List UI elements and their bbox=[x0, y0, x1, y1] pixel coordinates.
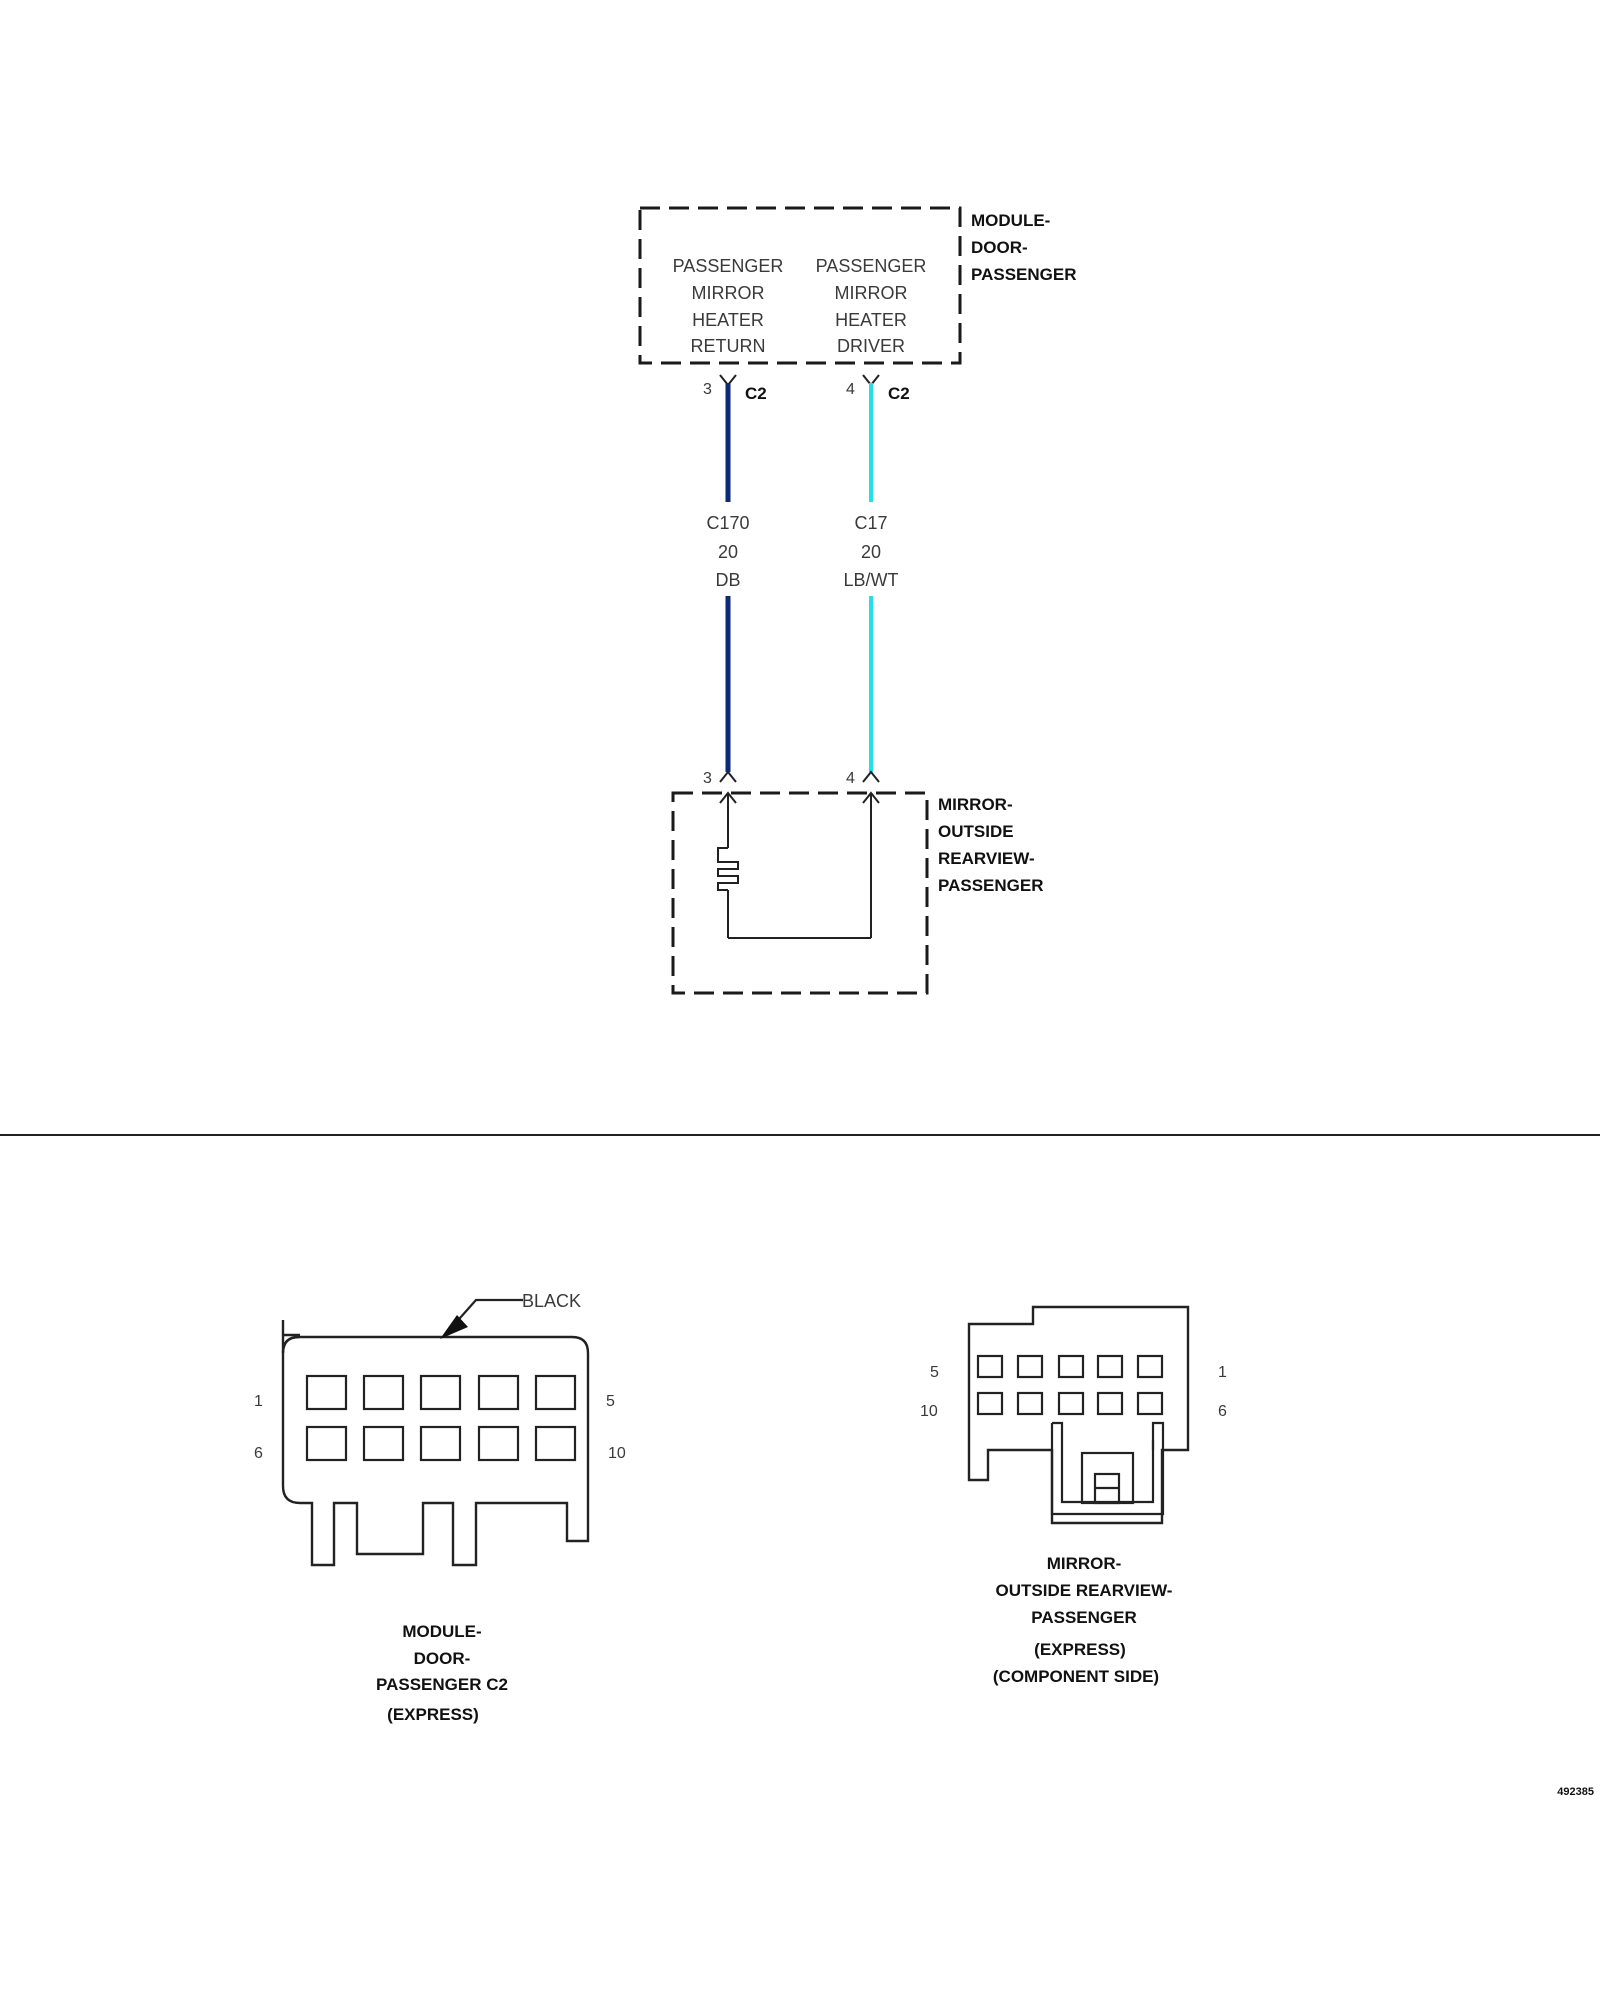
connector-c2-pin-1: 1 bbox=[254, 1393, 263, 1410]
figure-number: 492385 bbox=[1557, 1786, 1594, 1798]
svg-text:(EXPRESS): (EXPRESS) bbox=[387, 1705, 479, 1724]
svg-text:OUTSIDE REARVIEW-: OUTSIDE REARVIEW- bbox=[996, 1581, 1173, 1600]
svg-text:DRIVER: DRIVER bbox=[837, 336, 905, 356]
connector-c2-pin-5: 5 bbox=[606, 1393, 615, 1410]
svg-text:HEATER: HEATER bbox=[692, 310, 764, 330]
svg-text:MIRROR-: MIRROR- bbox=[1047, 1554, 1122, 1573]
svg-text:MIRROR: MIRROR bbox=[835, 283, 908, 303]
mirror-box bbox=[671, 791, 929, 995]
connector-c2-pin-10: 10 bbox=[608, 1445, 626, 1462]
connector-mirror-caption: MIRROR- OUTSIDE REARVIEW- PASSENGER (EXP… bbox=[993, 1554, 1173, 1686]
svg-text:PASSENGER C2: PASSENGER C2 bbox=[376, 1675, 508, 1694]
door-module-name-2: DOOR- bbox=[971, 238, 1028, 257]
pointer-arrowhead-icon bbox=[440, 1315, 468, 1339]
wire-c170-top-pin: 3 bbox=[703, 381, 712, 398]
door-module-name-1: MODULE- bbox=[971, 211, 1050, 230]
connector-c2-pointer-label: BLACK bbox=[522, 1291, 581, 1311]
wire-c17-bottom-terminal bbox=[862, 770, 880, 783]
door-module-box bbox=[638, 206, 962, 365]
wire-c170-bottom-pin: 3 bbox=[703, 770, 712, 787]
connector-mirror-body bbox=[967, 1305, 1190, 1525]
connector-mirror-pin-10: 10 bbox=[920, 1403, 938, 1420]
wire-c170-top-connector: C2 bbox=[745, 384, 767, 403]
svg-text:DOOR-: DOOR- bbox=[414, 1649, 471, 1668]
wire-c170: 3 C2 C170 20 DB 3 bbox=[703, 374, 767, 787]
svg-text:RETURN: RETURN bbox=[691, 336, 766, 356]
svg-text:PASSENGER: PASSENGER bbox=[816, 256, 927, 276]
wire-c17-bottom-pin: 4 bbox=[846, 770, 855, 787]
connector-mirror-cavities bbox=[976, 1354, 1164, 1416]
connector-mirror-pin-5: 5 bbox=[930, 1364, 939, 1381]
function-driver: PASSENGER MIRROR HEATER DRIVER bbox=[816, 256, 927, 356]
mirror-heater-circuit bbox=[717, 791, 880, 939]
connector-mirror: 5 1 10 6 MIRROR- OUTSIDE REARVIEW- PASSE… bbox=[920, 1305, 1227, 1686]
svg-text:HEATER: HEATER bbox=[835, 310, 907, 330]
mirror-name-3: REARVIEW- bbox=[938, 849, 1035, 868]
wire-c17-color-code: LB/WT bbox=[843, 570, 898, 590]
svg-text:MIRROR: MIRROR bbox=[692, 283, 765, 303]
connector-c2-pin-6: 6 bbox=[254, 1445, 263, 1462]
wire-c17-top-pin: 4 bbox=[846, 381, 855, 398]
wire-c170-color-code: DB bbox=[715, 570, 740, 590]
door-module-name-3: PASSENGER bbox=[971, 265, 1077, 284]
svg-text:MODULE-: MODULE- bbox=[402, 1622, 481, 1641]
mirror-name-2: OUTSIDE bbox=[938, 822, 1014, 841]
heater-element-icon bbox=[717, 847, 739, 891]
wire-c170-circuit: C170 bbox=[706, 513, 749, 533]
wire-c170-bottom-terminal bbox=[719, 770, 737, 783]
wire-c170-gauge: 20 bbox=[718, 542, 738, 562]
svg-text:PASSENGER: PASSENGER bbox=[673, 256, 784, 276]
connector-mirror-pin-1: 1 bbox=[1218, 1364, 1227, 1381]
mirror-name-1: MIRROR- bbox=[938, 795, 1013, 814]
function-return: PASSENGER MIRROR HEATER RETURN bbox=[673, 256, 784, 356]
wire-c17-gauge: 20 bbox=[861, 542, 881, 562]
wire-c17: 4 C2 C17 20 LB/WT 4 bbox=[843, 374, 910, 787]
connector-mirror-pin-6: 6 bbox=[1218, 1403, 1227, 1420]
connector-door-module-c2: BLACK 1 5 6 10 MODULE- DOOR- PASSENGER C… bbox=[254, 1291, 626, 1724]
svg-text:(COMPONENT SIDE): (COMPONENT SIDE) bbox=[993, 1667, 1159, 1686]
connector-c2-cavities bbox=[305, 1374, 577, 1462]
connector-mirror-latch bbox=[1050, 1421, 1165, 1516]
svg-text:(EXPRESS): (EXPRESS) bbox=[1034, 1640, 1126, 1659]
mirror-name-4: PASSENGER bbox=[938, 876, 1044, 895]
wire-c17-top-connector: C2 bbox=[888, 384, 910, 403]
connector-c2-caption: MODULE- DOOR- PASSENGER C2 (EXPRESS) bbox=[376, 1622, 508, 1724]
wire-c17-circuit: C17 bbox=[854, 513, 887, 533]
pointer-arrow-icon bbox=[451, 1298, 523, 1328]
svg-text:PASSENGER: PASSENGER bbox=[1031, 1608, 1137, 1627]
